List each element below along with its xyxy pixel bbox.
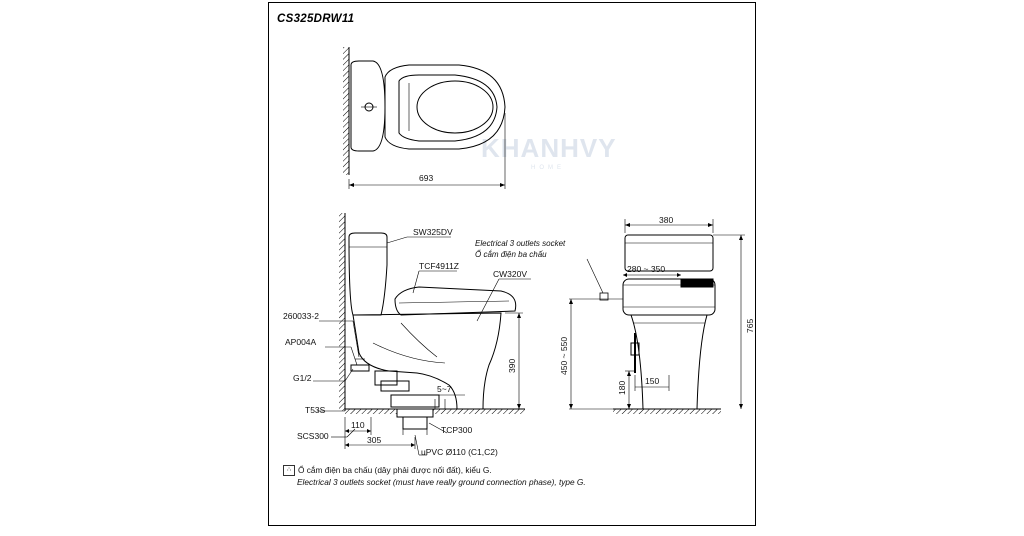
dim-280-350: 280 ~ 350: [627, 264, 665, 274]
dim-110: 110: [351, 420, 365, 430]
drawing-sheet: CS325DRW11 KHANHVY HOME: [268, 2, 756, 526]
note-vi: Ổ cắm điện ba chấu (dây phải được nối đấ…: [298, 465, 492, 475]
dim-693: 693: [419, 173, 433, 183]
dim-380: 380: [659, 215, 673, 225]
label-seat: TCF4911Z: [419, 261, 459, 271]
dim-305: 305: [367, 435, 381, 445]
label-part-scs300: SCS300: [297, 431, 329, 441]
label-inlet: G1/2: [293, 373, 312, 383]
label-part-ap004a: AP004A: [285, 337, 317, 347]
side-view: [313, 213, 531, 456]
label-pipe: uPVC Ø110 (C1,C2): [421, 447, 498, 457]
dim-180: 180: [617, 381, 627, 395]
label-part-tcp300: TCP300: [441, 425, 472, 435]
socket-label-vi: Ổ cắm điện ba chấu: [475, 250, 547, 259]
socket-symbol-icon: ∴: [283, 465, 295, 477]
dim-150: 150: [645, 376, 659, 386]
dim-390: 390: [507, 359, 517, 373]
label-part-t53s: T53S: [305, 405, 326, 415]
front-view-labels: 380 280 ~ 350 765 450 ~ 550 180 150: [559, 215, 755, 395]
watermark: KHANHVY HOME: [481, 133, 617, 171]
dim-450-550: 450 ~ 550: [559, 337, 569, 375]
socket-icon: [599, 292, 609, 301]
technical-drawing: KHANHVY HOME 693: [283, 47, 755, 457]
socket-callout: Electrical 3 outlets socket Ổ cắm điện b…: [475, 239, 609, 301]
label-part-260033: 260033-2: [283, 311, 319, 321]
top-view: [343, 47, 506, 189]
front-view: [569, 219, 745, 414]
dim-5-7: 5~7: [437, 384, 452, 394]
model-number: CS325DRW11: [277, 13, 355, 25]
dim-765: 765: [745, 319, 755, 333]
note-en: Electrical 3 outlets socket (must have r…: [297, 476, 586, 487]
socket-label-en: Electrical 3 outlets socket: [475, 239, 566, 248]
watermark-sub: HOME: [531, 165, 565, 171]
watermark-brand: KHANHVY: [481, 133, 617, 163]
side-view-labels: SW325DV TCF4911Z CW320V 260033-2 AP004A …: [283, 227, 527, 457]
label-bowl: CW320V: [493, 269, 527, 279]
socket-note: ∴Ổ cắm điện ba chấu (dây phải được nối đ…: [283, 465, 586, 488]
label-tank: SW325DV: [413, 227, 453, 237]
